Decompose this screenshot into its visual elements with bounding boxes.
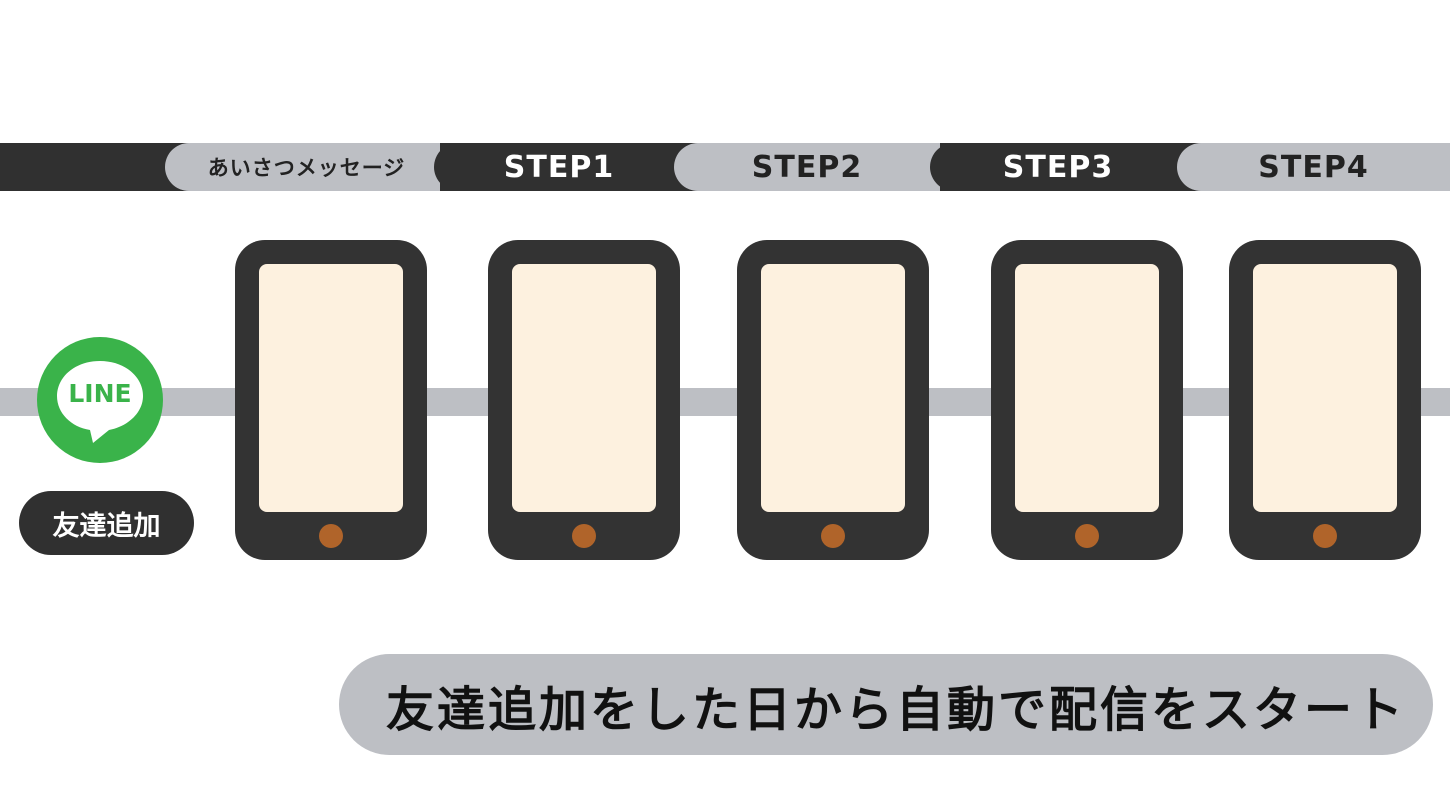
smartphone-icon [488,240,680,560]
smartphone-icon [1229,240,1421,560]
line-speech-bubble-icon [57,361,143,443]
step-label-step3: STEP3 [930,143,1186,191]
phone-screen [761,264,905,512]
phone-home-button [821,524,845,548]
caption-text: 友達追加をした日から自動で配信をスタート [385,681,1406,738]
step-label-step2-text: STEP2 [751,149,863,185]
phone-home-button [1075,524,1099,548]
phone-screen [512,264,656,512]
smartphone-icon [991,240,1183,560]
smartphone-icon [737,240,929,560]
phone-screen [1253,264,1397,512]
line-logo-text: LINE [68,379,132,408]
step-label-greeting: あいさつメッセージ [165,143,440,191]
step-label-greeting-text: あいさつメッセージ [207,156,406,180]
caption-banner: 友達追加をした日から自動で配信をスタート [339,654,1433,755]
phone-home-button [1313,524,1337,548]
friend-add-label: 友達追加 [52,510,161,542]
phone-home-button [319,524,343,548]
line-logo-icon: LINE [37,337,163,463]
step-label-step4-text: STEP4 [1258,149,1369,185]
step-label-step4: STEP4 [1177,143,1450,191]
smartphone-icon [235,240,427,560]
phone-screen [1015,264,1159,512]
step-label-step2: STEP2 [674,143,940,191]
step-label-step1-text: STEP1 [503,149,615,185]
friend-add-badge: 友達追加 [19,491,194,555]
step-label-step1: STEP1 [434,143,684,191]
phone-home-button [572,524,596,548]
phone-screen [259,264,403,512]
step-label-step3-text: STEP3 [1002,149,1114,185]
